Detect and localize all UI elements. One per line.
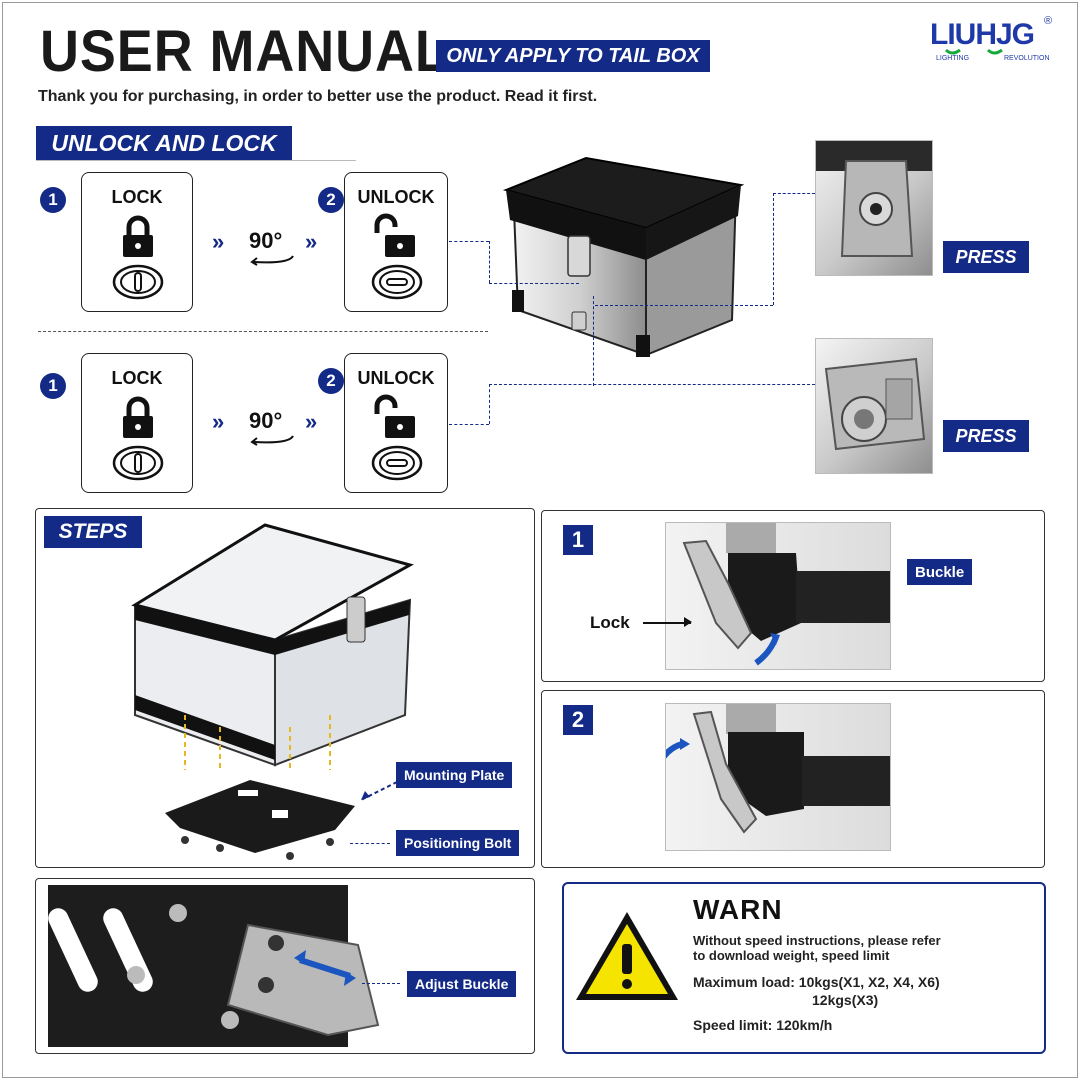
press-label: PRESS [943,420,1029,452]
step-1-badge: 1 [40,187,66,213]
step-1-number: 1 [563,525,593,555]
positioning-bolt-label: Positioning Bolt [396,830,520,856]
svg-text:LIGHTING: LIGHTING [936,55,969,62]
padlock-open-icon [371,394,423,481]
warn-line-2: to download weight, speed limit [693,948,890,963]
intro-text: Thank you for purchasing, in order to be… [38,88,598,105]
svg-text:LIUHJG: LIUHJG [930,18,1034,51]
tail-box-image [502,156,745,357]
svg-text:®: ® [1044,15,1052,27]
mounting-plate-label: Mounting Plate [396,762,513,788]
warn-line-1: Without speed instructions, please refer [693,933,941,948]
chevron-right-icon: » [212,409,224,434]
max-load-line-2: 12kgs(X3) [812,992,879,1008]
mounting-plate-image [165,780,355,860]
callout-arrow-icon [360,781,398,801]
connector-line [449,424,489,425]
max-load-line-1: Maximum load: 10kgs(X1, X2, X4, X6) [693,974,940,990]
adjust-buckle-image [48,885,380,1047]
svg-text:REVOLUTION: REVOLUTION [1004,55,1050,62]
rotate-arrow-icon [250,435,294,446]
chevron-right-icon: » [212,229,224,254]
adjust-buckle-label: Adjust Buckle [407,971,517,997]
lock-arrow-label: Lock [590,613,630,632]
unlock-label: UNLOCK [357,368,435,388]
step-1-badge: 1 [40,373,66,399]
lock-card: LOCK [81,353,193,493]
warning-icon [576,912,678,1000]
connector-line [595,305,773,306]
warn-title: WARN [693,894,783,925]
connector-line [489,384,490,424]
row-divider [38,331,488,332]
step-1-photo [665,522,891,670]
unlock-card: UNLOCK [344,172,448,312]
callout-line [362,983,400,984]
rotate-arrow-icon [250,255,294,266]
page-title: USER MANUAL [40,19,449,84]
chevron-right-icon: » [305,229,317,254]
connector-line [593,296,594,386]
rotation-angle: 90° [249,228,283,253]
press-label: PRESS [943,241,1029,273]
latch-closeup-photo [815,140,933,276]
steps-section-title: STEPS [44,516,142,548]
callout-line [350,843,390,844]
connector-line [489,384,815,385]
speed-limit: Speed limit: 120km/h [693,1017,833,1033]
step-2-number: 2 [563,705,593,735]
buckle-label: Buckle [907,559,973,585]
brand-logo: LIUHJG LIGHTING REVOLUTION ® [928,10,1058,64]
unlock-lock-section-title: UNLOCK AND LOCK [36,126,292,160]
lock-card: LOCK [81,172,193,312]
lock-cylinder-photo [815,338,933,474]
connector-line [449,241,489,242]
connector-line [489,283,579,284]
step-2-badge: 2 [318,368,344,394]
chevron-right-icon: » [305,409,317,434]
section-underline [36,160,356,161]
lock-label: LOCK [111,187,163,207]
connector-line [773,193,815,194]
unlock-label: UNLOCK [357,187,435,207]
step-2-photo [665,703,891,851]
arrow-head-icon [684,617,692,627]
rotation-angle: 90° [249,408,283,433]
step-2-badge: 2 [318,187,344,213]
connector-line [773,193,774,305]
padlock-closed-icon [112,396,164,481]
transparent-box-image [131,523,414,770]
connector-line [489,241,490,283]
lock-pointer-line [643,622,691,624]
unlock-card: UNLOCK [344,353,448,493]
subtitle-tag: ONLY APPLY TO TAIL BOX [436,40,710,72]
padlock-closed-icon [112,215,164,300]
padlock-open-icon [371,213,423,300]
lock-label: LOCK [111,368,163,388]
